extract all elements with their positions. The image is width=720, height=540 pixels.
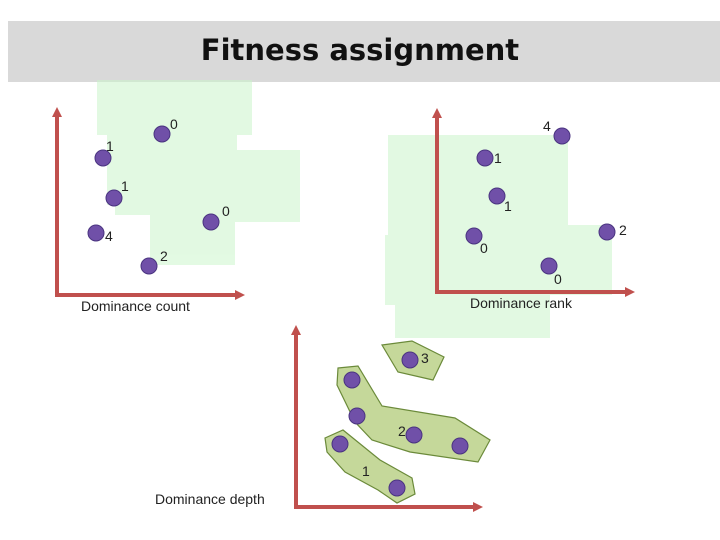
solution-points — [465, 127, 616, 275]
front-label: 2 — [398, 423, 406, 439]
solution-point — [405, 426, 423, 444]
dominance-depth-caption: Dominance depth — [155, 491, 265, 507]
dominance-rank-panel — [385, 108, 635, 338]
dominance-depth-panel — [291, 325, 491, 512]
solution-point — [94, 149, 112, 167]
slide-title: Fitness assignment — [200, 33, 520, 67]
title-bar — [8, 21, 720, 82]
point-label: 1 — [494, 150, 502, 166]
solution-point — [140, 257, 158, 275]
solution-point — [401, 351, 419, 369]
point-label: 0 — [222, 203, 230, 219]
point-label: 0 — [554, 271, 562, 287]
dominance-rank-caption: Dominance rank — [470, 295, 572, 311]
solution-point — [598, 223, 616, 241]
dominance-count-panel — [52, 80, 300, 300]
point-label: 4 — [543, 118, 551, 134]
solution-point — [451, 437, 469, 455]
point-label: 1 — [121, 178, 129, 194]
solution-point — [465, 227, 483, 245]
solution-point — [87, 224, 105, 242]
dominance-count-caption: Dominance count — [81, 298, 190, 314]
point-label: 2 — [619, 222, 627, 238]
point-label: 1 — [504, 198, 512, 214]
solution-point — [553, 127, 571, 145]
front-label: 1 — [362, 463, 370, 479]
solution-point — [105, 189, 123, 207]
solution-point — [540, 257, 558, 275]
pareto-front-2 — [336, 365, 491, 463]
solution-point — [331, 435, 349, 453]
solution-points — [331, 351, 469, 497]
point-label: 1 — [106, 138, 114, 154]
solution-point — [488, 187, 506, 205]
point-label: 4 — [105, 228, 113, 244]
point-label: 0 — [170, 116, 178, 132]
point-label: 2 — [160, 248, 168, 264]
front-label: 3 — [421, 350, 429, 366]
solution-point — [343, 371, 361, 389]
dominated-region-shading — [97, 80, 300, 265]
solution-point — [476, 149, 494, 167]
solution-point — [153, 125, 171, 143]
solution-point — [388, 479, 406, 497]
solution-points — [87, 125, 220, 275]
solution-point — [202, 213, 220, 231]
solution-point — [348, 407, 366, 425]
point-label: 0 — [480, 240, 488, 256]
